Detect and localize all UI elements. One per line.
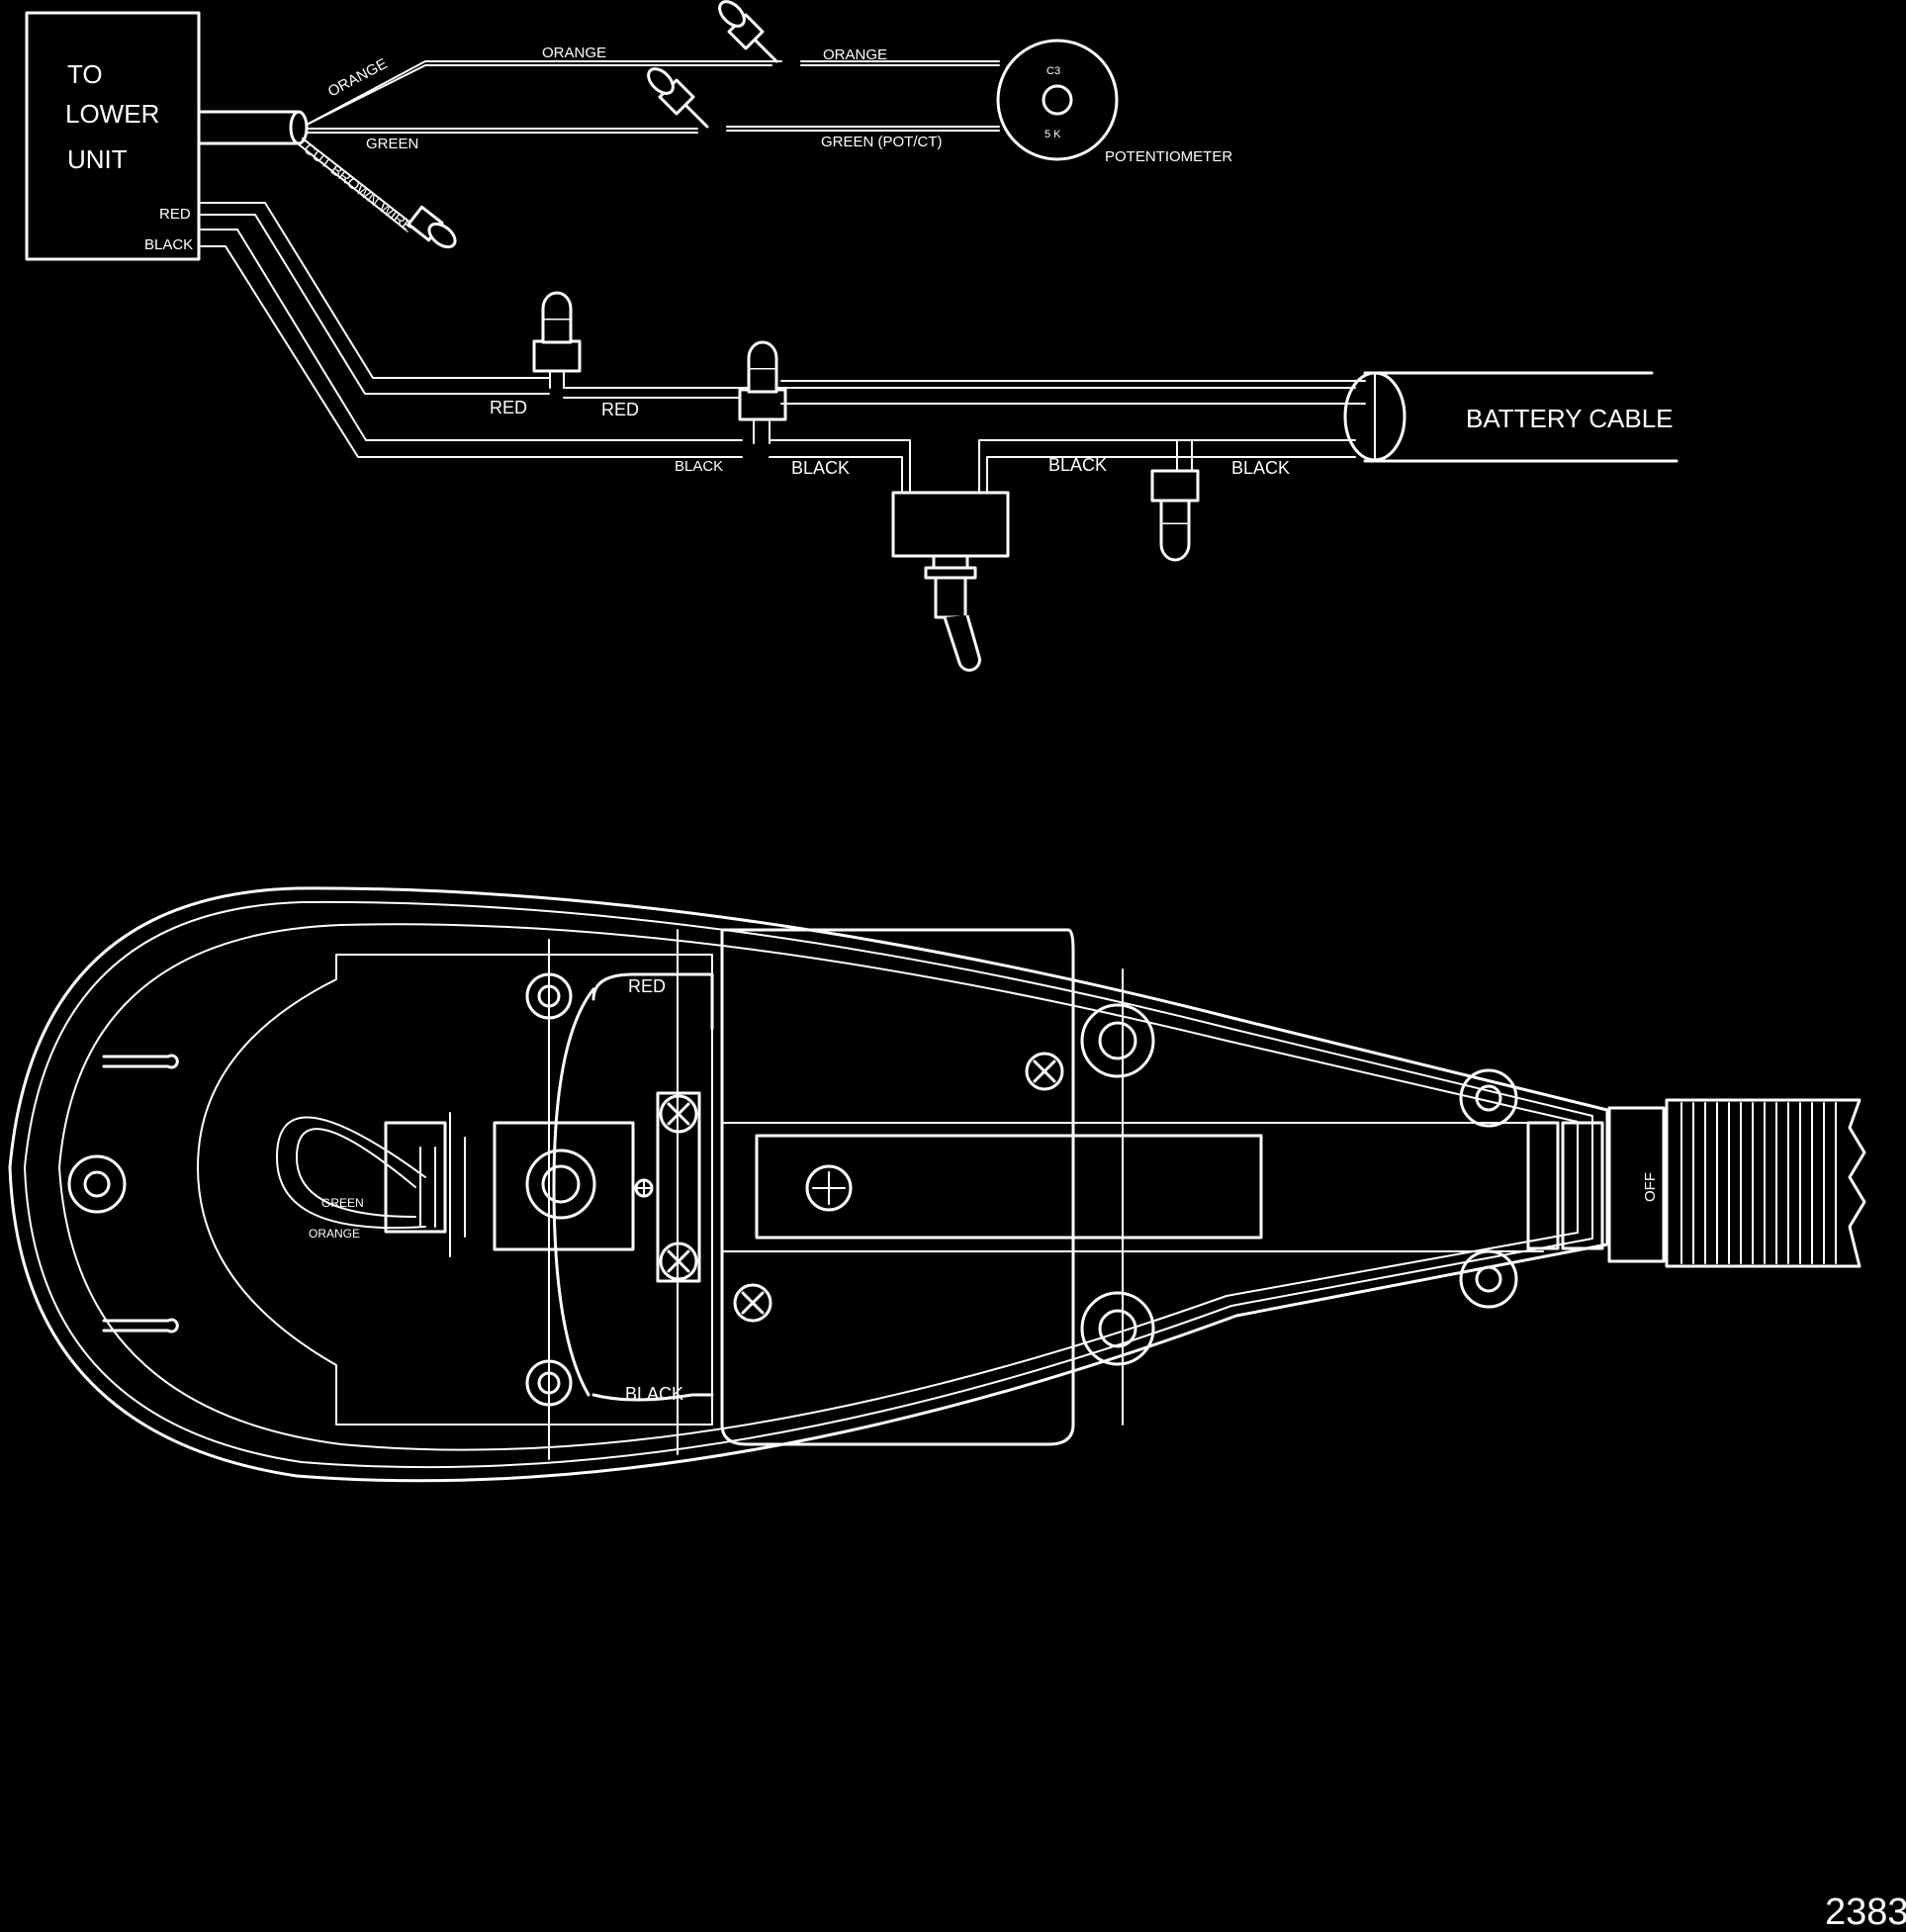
green-wire-lower	[306, 130, 1000, 134]
potentiometer-top-mark: C3	[1046, 65, 1060, 77]
red-label-a: RED	[490, 398, 527, 417]
lower-unit-label-3: UNIT	[67, 144, 128, 174]
housing-green-label: GREEN	[321, 1196, 364, 1210]
cut-brown-wire	[302, 138, 411, 224]
orange-wire-nut	[718, 0, 778, 63]
orange-wire-lower	[306, 64, 1000, 126]
black-wire-nut	[738, 340, 787, 444]
green-left-label: GREEN	[366, 136, 418, 152]
clamp	[656, 1091, 701, 1283]
lower-unit-label-2: LOWER	[65, 99, 159, 129]
potentiometer-shaft	[1042, 84, 1073, 116]
housing-black-label: BLACK	[625, 1384, 683, 1404]
potentiometer	[996, 39, 1119, 161]
green-wire-nut	[647, 67, 709, 129]
lower-unit-box	[25, 11, 201, 261]
green-right-label: GREEN (POT/CT)	[821, 134, 943, 150]
wiring-schematic: TO LOWER UNIT RED BLACK ORANGE ORANGE OR…	[25, 0, 1679, 672]
black-label-c: BLACK	[1048, 455, 1107, 475]
internal-red-wire	[591, 972, 714, 1031]
tiller-grip: OFF	[1526, 1098, 1866, 1268]
motor-mount	[493, 1121, 635, 1251]
motor-housing: RED BLACK GREEN ORANGE OFF	[8, 886, 1866, 1483]
hook-bottom	[102, 1318, 179, 1334]
cut-brown-label: CUT BROWN WIRE	[301, 140, 416, 236]
red-label-b: RED	[601, 400, 639, 419]
black-wire-outer	[198, 229, 743, 441]
cable-outline	[780, 380, 1366, 405]
tiller-off-label: OFF	[1642, 1172, 1659, 1202]
black-wire-nut-2	[1150, 469, 1200, 562]
orange-diag-label: ORANGE	[325, 55, 390, 101]
toggle-switch	[891, 491, 1010, 672]
housing-outer-shell	[8, 886, 1609, 1483]
lower-unit-black-label: BLACK	[144, 236, 193, 253]
tiller-bracket	[755, 1134, 1263, 1240]
lower-unit-red-label: RED	[159, 206, 191, 223]
housing-red-label: RED	[628, 976, 666, 996]
switch-wire-left	[769, 439, 911, 494]
lower-unit-label-1: TO	[67, 59, 103, 89]
figure-number: 2383	[1825, 1891, 1906, 1932]
hook-top	[102, 1054, 179, 1069]
brush-assembly	[384, 1121, 447, 1234]
screws	[634, 1052, 1064, 1323]
green-wire	[306, 126, 1000, 130]
internal-green-orange-wires	[296, 1128, 416, 1218]
black-wire-inner	[198, 245, 743, 458]
potentiometer-label: POTENTIOMETER	[1105, 148, 1232, 165]
black-label-d: BLACK	[1231, 458, 1290, 478]
brown-wire-cap	[407, 205, 457, 249]
switch-wire-right	[978, 439, 1356, 494]
red-wire-nut	[532, 291, 582, 389]
black-label-a: BLACK	[675, 458, 723, 475]
mounting-posts	[67, 929, 1518, 1460]
control-board	[720, 928, 1075, 1446]
lower-unit-cable	[197, 110, 299, 145]
potentiometer-bottom-mark: 5 K	[1044, 129, 1061, 140]
motor-shaft	[525, 1149, 596, 1220]
battery-cable-label: BATTERY CABLE	[1466, 404, 1674, 433]
black-label-b: BLACK	[791, 458, 850, 478]
motor-bay	[197, 954, 713, 1426]
housing-inner-shell	[24, 900, 1593, 1469]
battery-cable	[1363, 371, 1679, 463]
red-wire-inner	[198, 214, 550, 395]
red-wire-outer	[198, 202, 550, 379]
orange-right-label: ORANGE	[823, 46, 887, 63]
orange-mid-label: ORANGE	[542, 45, 606, 61]
tiller-rails	[721, 1122, 1544, 1252]
internal-black-wire	[591, 1393, 714, 1402]
housing-orange-label: ORANGE	[309, 1227, 360, 1241]
housing-rim	[58, 923, 1579, 1451]
